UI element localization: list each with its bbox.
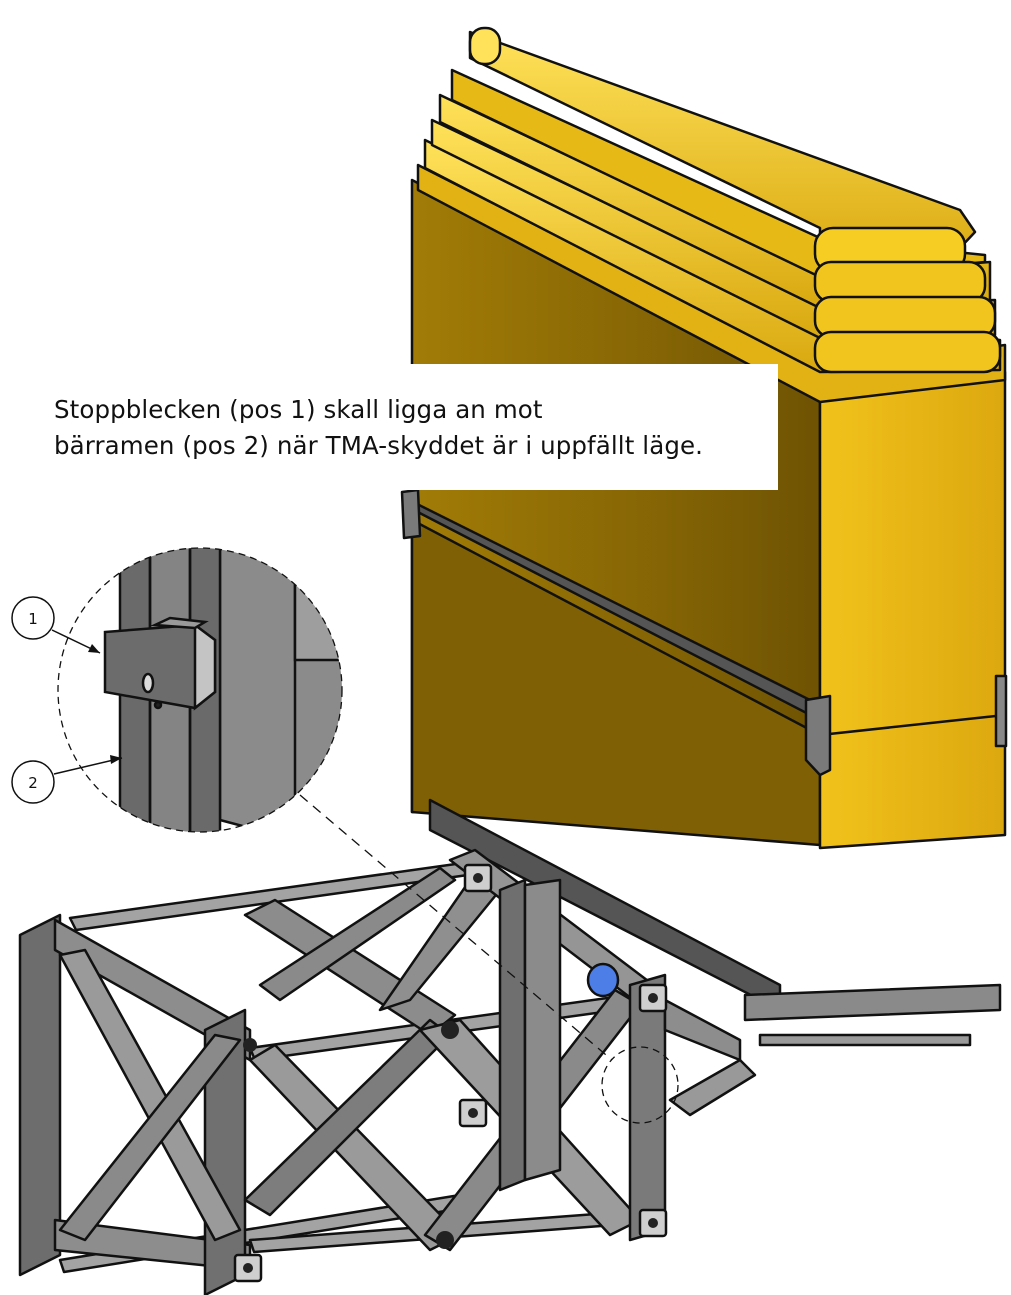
detail-leader-line [299, 794, 613, 1061]
blue-cylinder [586, 962, 620, 998]
top-cushion-stack [416, 26, 1007, 404]
scissor-bracing [243, 866, 642, 1252]
steel-frame [18, 848, 757, 1295]
side-latch [994, 674, 1008, 748]
attenuator-body [400, 26, 1008, 1047]
note-line-2: bärramen (pos 2) när TMA-skyddet är i up… [54, 431, 704, 460]
detail-view [57, 547, 343, 833]
attenuator-side-face [818, 370, 1007, 850]
detail-location-marker [601, 1046, 679, 1124]
note-line-1: Stoppblecken (pos 1) skall ligga an mot [54, 395, 543, 424]
instruction-note: Stoppblecken (pos 1) skall ligga an mot … [30, 364, 778, 490]
callout-1: 1 [11, 596, 101, 654]
callout-2: 2 [11, 755, 123, 804]
near-frame [18, 913, 252, 1295]
callout-1-label: 1 [28, 610, 38, 628]
callout-2-label: 2 [28, 774, 38, 792]
